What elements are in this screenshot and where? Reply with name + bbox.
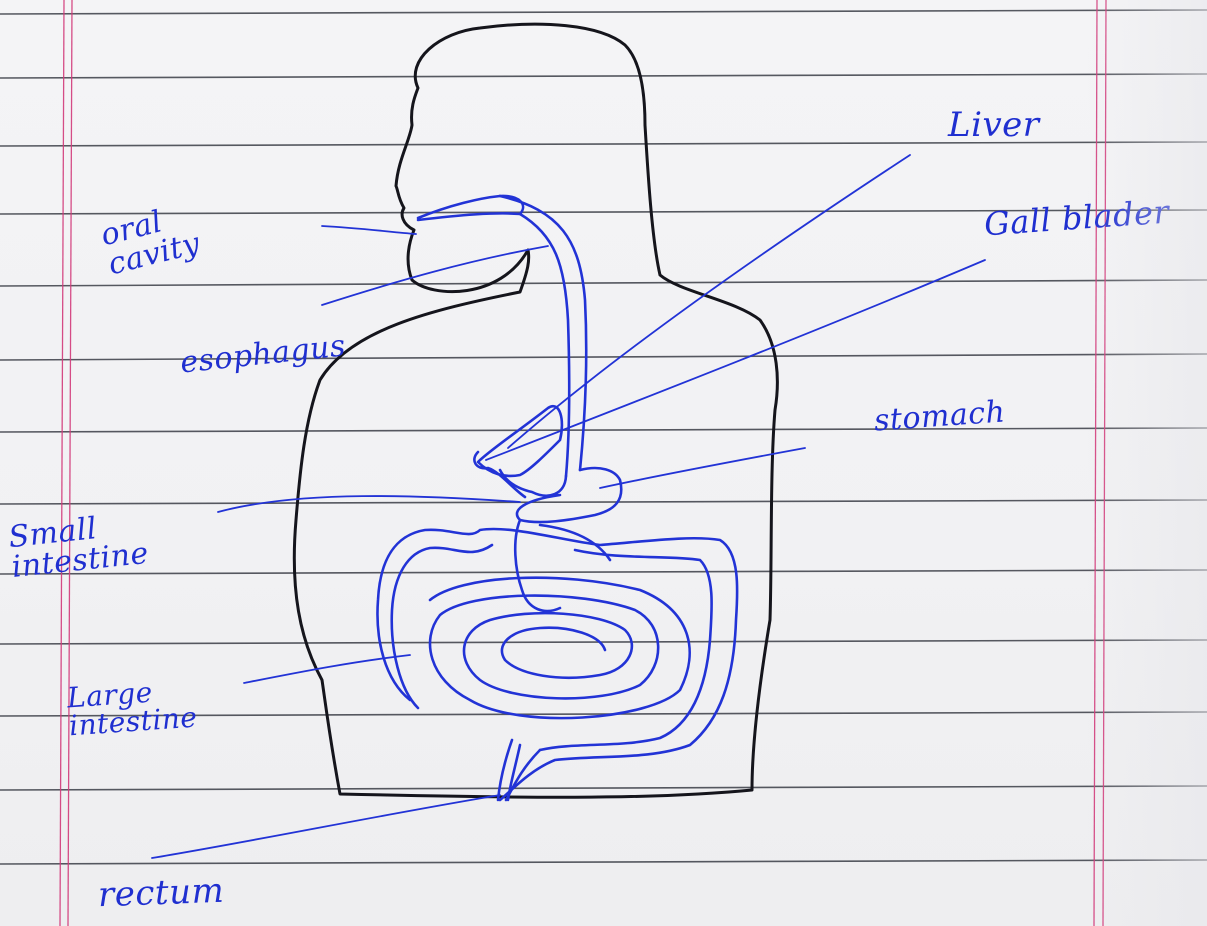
- label-liver: Liver: [948, 108, 1040, 142]
- large-intestine-organ: [377, 529, 737, 800]
- small-intestine-leader: [218, 496, 520, 512]
- rectum-organ: [498, 740, 540, 800]
- stomach-leader: [600, 448, 805, 488]
- label-small-intestine: Small intestine: [7, 509, 150, 583]
- liver-organ: [478, 406, 562, 476]
- oral-cavity-leader: [322, 226, 416, 234]
- small-intestine-organ: [430, 578, 690, 718]
- rectum-leader: [152, 795, 500, 858]
- esophagus-leader: [322, 246, 548, 305]
- label-large-intestine: Large intestine: [66, 676, 198, 741]
- esophagus-organ: [500, 196, 586, 470]
- leader-lines: [152, 155, 985, 858]
- mouth-organ: [418, 196, 523, 220]
- label-rectum: rectum: [97, 874, 224, 912]
- label-stomach: stomach: [873, 397, 1006, 436]
- body-silhouette: [294, 24, 777, 797]
